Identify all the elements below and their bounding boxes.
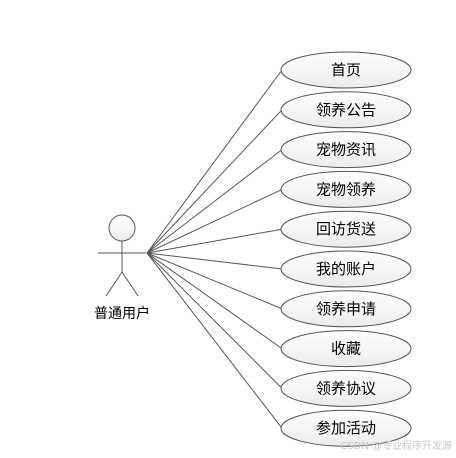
association-line (146, 252, 283, 350)
association-line (146, 252, 283, 389)
association-line (146, 149, 283, 254)
use-case-ellipse (280, 210, 412, 248)
association-line (146, 252, 283, 310)
use-case-label: 领养申请 (316, 300, 376, 318)
use-case-ellipse (280, 250, 412, 288)
use-case-ellipse (280, 409, 412, 447)
use-case-ellipse (280, 91, 412, 129)
actor-label: 普通用户 (94, 305, 150, 322)
use-case-label: 宠物资讯 (316, 141, 376, 159)
use-case: 宠物领养 (280, 170, 412, 208)
use-case-label: 我的账户 (316, 260, 376, 278)
actor-user: 普通用户 (94, 214, 150, 322)
use-case-ellipse (280, 131, 412, 169)
use-case-label: 领养公告 (316, 101, 376, 119)
use-case: 参加活动 (280, 409, 412, 447)
association-line (146, 109, 283, 254)
association-lines (146, 69, 283, 429)
use-case: 回访货送 (280, 210, 412, 248)
use-case-label: 回访货送 (316, 220, 376, 238)
watermark-text: CSDN @专业程序开发源 (340, 441, 452, 452)
association-line (146, 252, 283, 429)
use-case-ellipse (280, 330, 412, 368)
use-case: 首页 (280, 51, 412, 89)
actor-right-leg (121, 271, 139, 297)
actor-head (108, 214, 136, 242)
use-case-label: 宠物领养 (316, 180, 376, 198)
use-case-ellipse (280, 170, 412, 208)
use-case-label: 首页 (331, 61, 361, 79)
association-line (146, 252, 283, 270)
use-case-ellipse (280, 369, 412, 407)
use-case: 领养协议 (280, 369, 412, 407)
use-case: 宠物资讯 (280, 131, 412, 169)
association-line (146, 188, 283, 254)
use-case-ellipse (280, 51, 412, 89)
use-case: 领养公告 (280, 91, 412, 129)
actor-left-leg (105, 271, 123, 297)
use-case: 我的账户 (280, 250, 412, 288)
use-case-label: 参加活动 (316, 419, 376, 437)
use-case: 领养申请 (280, 290, 412, 328)
use-case-ellipse (280, 290, 412, 328)
association-line (146, 228, 283, 254)
association-line (146, 69, 283, 254)
use-case-label: 收藏 (331, 340, 361, 358)
use-case-label: 领养协议 (316, 379, 376, 397)
use-case: 收藏 (280, 330, 412, 368)
